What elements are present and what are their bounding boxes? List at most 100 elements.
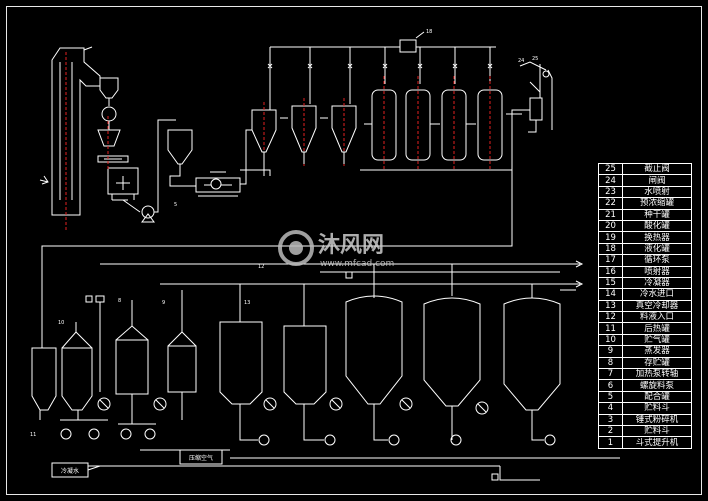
legend-part-name: 锤式粉碎机 [622, 413, 692, 427]
drawing-frame [6, 6, 702, 495]
legend-number: 21 [598, 208, 623, 221]
legend-number: 16 [598, 265, 623, 278]
top-header-piping [267, 31, 496, 110]
connecting-piping [41, 120, 513, 320]
svg-text:5: 5 [174, 202, 177, 208]
legend-part-name: 喷射器 [622, 265, 692, 278]
legend-part-name: 配合罐 [622, 390, 692, 404]
svg-text:18: 18 [426, 29, 432, 35]
legend-number: 12 [598, 311, 623, 324]
legend-number: 10 [598, 333, 623, 347]
legend-part-name: 料液入口 [622, 311, 692, 324]
legend-number: 9 [598, 345, 623, 358]
legend-part-name: 存贮罐 [622, 356, 692, 370]
legend-part-name: 闸阀 [622, 174, 692, 187]
watermark-url: www.mfcad.com [320, 259, 394, 269]
svg-text:10: 10 [58, 320, 64, 326]
svg-text:8: 8 [118, 298, 121, 304]
legend-number: 18 [598, 242, 623, 256]
svg-text:9: 9 [162, 300, 165, 306]
item-tags: 11 10 8 9 13 12 18 5 [30, 29, 499, 481]
legend-number: 15 [598, 276, 623, 290]
legend-part-name: 后热罐 [622, 322, 692, 335]
legend-part-name: 预浓缩罐 [622, 197, 692, 210]
compressed-air-label: 压缩空气 [189, 454, 213, 462]
cyclone-separators [251, 98, 357, 176]
legend-part-name: 换热器 [622, 231, 692, 244]
legend-number: 1 [598, 436, 623, 449]
svg-text:25: 25 [532, 56, 538, 62]
heat-exchangers [97, 397, 489, 415]
lower-distribution-lines [100, 260, 584, 291]
legend-part-name: 真空冷却器 [622, 299, 692, 313]
legend-part-name: 液化罐 [622, 242, 692, 256]
legend-part-name: 循环泵 [622, 254, 692, 267]
watermark: 沐风网 www.mfcad.com [278, 230, 394, 269]
legend-number: 8 [598, 356, 623, 370]
ejector-condenser: 24 25 [506, 56, 553, 133]
heating-pump-unit [195, 129, 252, 197]
legend-number: 20 [598, 219, 623, 233]
condensate-label: 冷凝水 [61, 467, 79, 475]
legend-part-name: 截止阀 [622, 162, 692, 176]
legend-number: 3 [598, 413, 623, 427]
legend-number: 11 [598, 322, 623, 335]
legend-part-name: 酸化罐 [622, 219, 692, 233]
circulation-pumps [39, 392, 556, 446]
legend-number: 6 [598, 379, 623, 392]
legend-part-name: 螺旋料泵 [622, 379, 692, 392]
legend-part-name: 贮气罐 [622, 333, 692, 347]
legend-number: 22 [598, 197, 623, 210]
svg-text:12: 12 [258, 264, 264, 270]
legend-number: 5 [598, 390, 623, 404]
legend-number: 4 [598, 402, 623, 415]
svg-text:11: 11 [30, 432, 36, 438]
watermark-brand: 沐风网 [318, 233, 384, 258]
legend-part-name: 水喷射 [622, 185, 692, 199]
reaction-vessels [115, 264, 561, 411]
legend-number: 19 [598, 231, 623, 244]
compressed-air-box [179, 449, 223, 465]
legend-number: 14 [598, 288, 623, 301]
legend-part-name: 加热泵转轴 [622, 368, 692, 381]
tall-vessels [360, 76, 530, 171]
crusher-stack [97, 77, 139, 201]
screw-pump [122, 119, 176, 223]
legend-part-name: 贮料斗 [622, 402, 692, 415]
legend-number: 25 [598, 162, 623, 176]
legend-part-name: 斗式提升机 [622, 436, 692, 449]
legend-number: 24 [598, 174, 623, 187]
legend-number: 2 [598, 424, 623, 438]
legend-number: 23 [598, 185, 623, 199]
legend-number: 13 [598, 299, 623, 313]
svg-text:13: 13 [244, 300, 250, 306]
legend-part-name: 冷凝器 [622, 276, 692, 290]
legend-part-name: 种干罐 [622, 208, 692, 221]
svg-text:24: 24 [518, 58, 524, 64]
legend-number: 7 [598, 368, 623, 381]
